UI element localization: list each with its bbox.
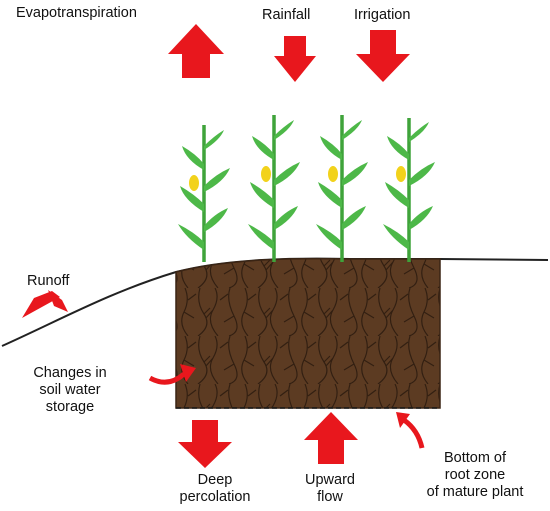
soil-root-zone: [175, 257, 441, 409]
rainfall-label: Rainfall: [262, 7, 311, 23]
upward-flow-arrow-icon: [304, 412, 358, 464]
corn-plant-icon: [178, 125, 230, 262]
corn-plant-icon: [383, 118, 435, 262]
changes-storage-label: Changes in soil water storage: [33, 365, 107, 415]
corn-plant-icon: [248, 115, 300, 262]
upward-flow-label: Upward flow: [305, 472, 355, 505]
root-zone-curved-arrow-icon: [402, 417, 425, 449]
irrigation-label: Irrigation: [354, 7, 411, 23]
root-zone-arrow-head: [396, 412, 410, 428]
storage-arrow-head: [180, 364, 196, 382]
evapotranspiration-arrow-icon: [168, 24, 224, 78]
storage-curved-arrow-icon: [148, 372, 186, 385]
runoff-label: Runoff: [27, 273, 70, 289]
evapotranspiration-label: Evapotranspiration: [16, 5, 137, 21]
rainfall-arrow-icon: [274, 36, 316, 82]
runoff-arrow-icon: [22, 291, 60, 318]
corn-plant-icon: [316, 115, 368, 262]
irrigation-arrow-icon: [356, 30, 410, 82]
bottom-root-zone-label: Bottom of root zone of mature plant: [426, 450, 524, 500]
deep-percolation-label: Deep percolation: [179, 472, 251, 505]
deep-percolation-arrow-icon: [178, 420, 232, 468]
runoff-arrow-body: [48, 290, 68, 312]
